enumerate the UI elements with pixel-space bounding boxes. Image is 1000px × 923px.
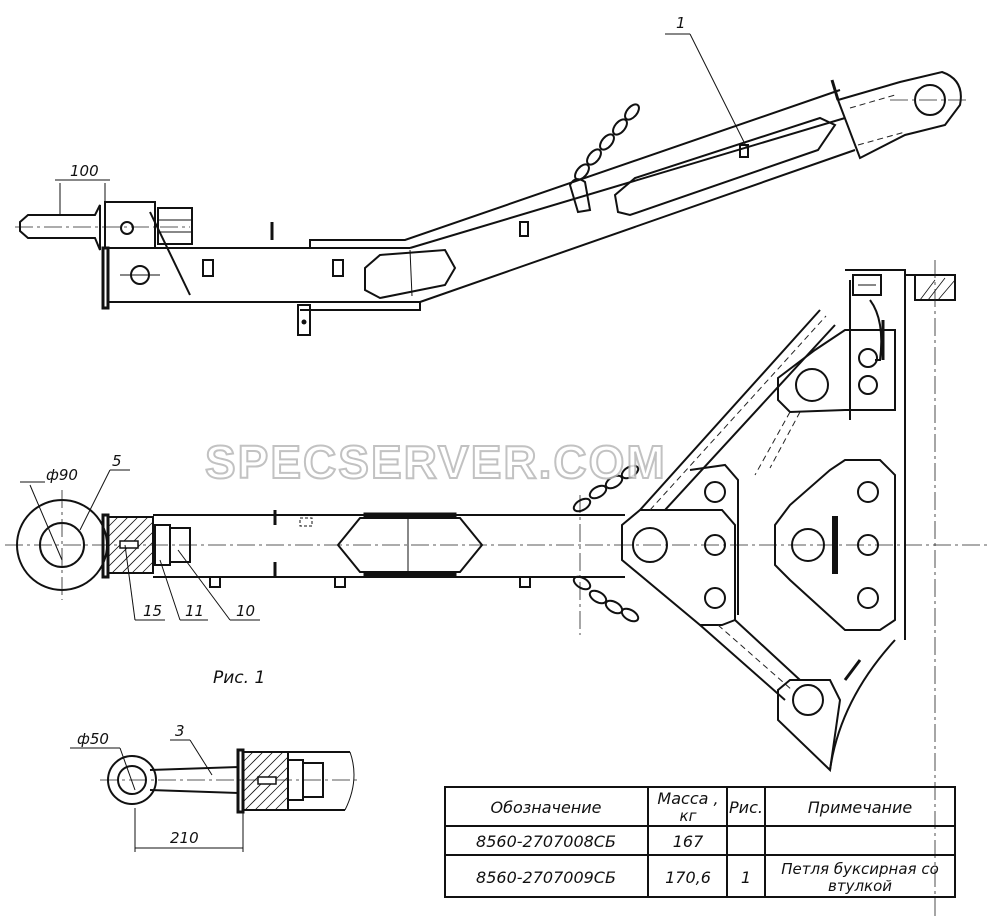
- row2-mass: 170,6: [665, 868, 711, 887]
- row2-note-line1: Петля буксирная со: [781, 860, 939, 878]
- header-note: Примечание: [808, 798, 913, 817]
- callout-11: 11: [185, 602, 204, 620]
- header-mass-line1: Масса ,: [657, 789, 718, 808]
- row2-note-line2: втулкой: [828, 877, 892, 895]
- callout-3: 3: [175, 722, 185, 740]
- watermark: SPECSERVER.COM: [205, 436, 667, 488]
- callout-dia-50: ф50: [77, 730, 109, 748]
- side-view: 100: [15, 14, 970, 336]
- callout-15: 15: [143, 602, 162, 620]
- chain-plan: [572, 464, 640, 623]
- detail-view: ф50 3 210: [70, 722, 360, 852]
- chain-top: [568, 103, 640, 214]
- dim-210-label: 210: [170, 829, 199, 847]
- callout-10: 10: [236, 602, 255, 620]
- callout-1: 1: [676, 14, 686, 32]
- callout-dia-90: ф90: [46, 466, 78, 484]
- figure-caption: Рис. 1: [213, 668, 265, 688]
- header-fig: Рис.: [729, 798, 763, 817]
- header-designation: Обозначение: [490, 798, 601, 817]
- row2-fig: 1: [741, 868, 751, 887]
- callout-5: 5: [112, 452, 122, 470]
- dim-100-label: 100: [70, 162, 99, 180]
- plan-view: ф90 5 15: [5, 260, 990, 920]
- row1-designation: 8560-2707008СБ: [476, 832, 616, 851]
- spec-table: Обозначение Масса , кг Рис. Примечание 8…: [444, 786, 956, 898]
- row2-designation: 8560-2707009СБ: [476, 868, 616, 887]
- row1-mass: 167: [673, 832, 704, 851]
- header-mass-line2: кг: [680, 807, 697, 825]
